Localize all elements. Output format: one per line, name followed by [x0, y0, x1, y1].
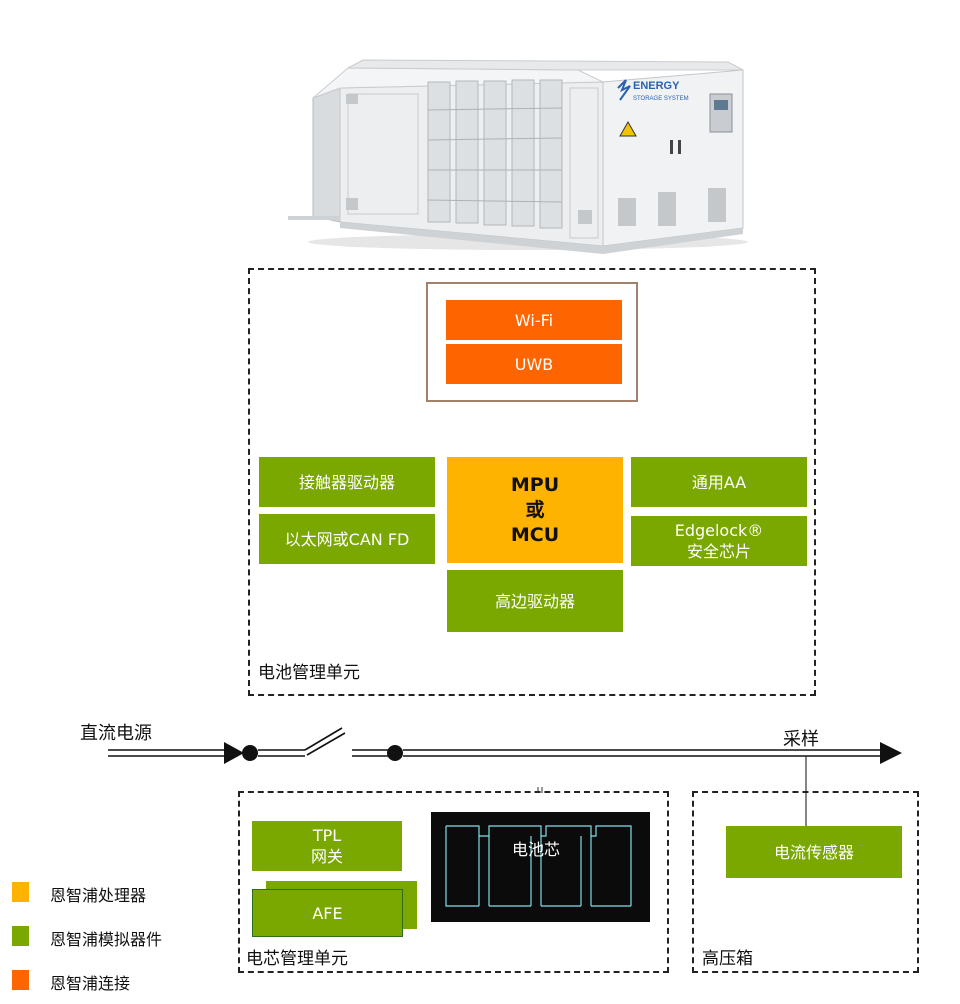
tpl-gateway-block: TPL 网关 — [252, 821, 402, 871]
container-illustration: ENERGY STORAGE SYSTEM — [288, 59, 748, 254]
dc-input-arrowhead — [224, 742, 244, 764]
energy-logo-icon — [617, 79, 631, 101]
ethernet-can-fd-block: 以太网或CAN FD — [259, 514, 435, 564]
control-panel-icon — [709, 93, 733, 133]
dc-input-line — [108, 749, 228, 757]
legend: 恩智浦处理器 恩智浦模拟器件 恩智浦连接 — [12, 882, 212, 1002]
current-sensor-block: 电流传感器 — [726, 826, 902, 878]
legend-label-connectivity: 恩智浦连接 — [50, 974, 131, 993]
legend-swatch-processor — [12, 882, 29, 902]
bmu-container — [248, 268, 816, 696]
battery-cell-block — [431, 812, 650, 922]
legend-swatch-analog — [12, 926, 29, 946]
hv-box-container — [692, 791, 919, 973]
legend-swatch-connectivity — [12, 970, 29, 990]
hv-box-title: 高压箱 — [702, 949, 753, 969]
storage-system-logo-text: STORAGE SYSTEM — [633, 96, 689, 102]
edgelock-block: Edgelock® 安全芯片 — [631, 516, 807, 566]
battery-cell-label: 电池芯 — [512, 840, 561, 859]
main-output-arrowhead — [880, 742, 902, 764]
legend-label-analog: 恩智浦模拟器件 — [50, 930, 163, 949]
switch-output-stub — [352, 749, 388, 757]
cmu-container — [238, 791, 669, 973]
afe-block: AFE — [252, 889, 403, 937]
contactor-driver-block: 接触器驱动器 — [259, 457, 435, 507]
sampling-label: 采样 — [783, 729, 819, 750]
dc-source-label: 直流电源 — [80, 723, 152, 744]
bmu-title: 电池管理单元 — [258, 663, 360, 683]
legend-label-processor: 恩智浦处理器 — [50, 886, 147, 905]
energy-logo-text: ENERGY — [633, 80, 680, 92]
cmu-title: 电芯管理单元 — [246, 949, 348, 969]
warning-sign-icon — [619, 120, 637, 137]
switch-node-left — [242, 745, 258, 761]
high-side-driver-block: 高边驱动器 — [447, 570, 623, 632]
switch-lead-line — [258, 749, 305, 757]
mpu-mcu-block: MPU 或 MCU — [447, 457, 623, 563]
comm-module-frame — [426, 282, 638, 402]
battery-cell-outline-icon — [445, 825, 632, 907]
uwb-block: UWB — [446, 344, 622, 384]
wifi-block: Wi-Fi — [446, 300, 622, 340]
switch-blade — [304, 727, 346, 756]
general-aa-block: 通用AA — [631, 457, 807, 507]
energy-storage-container-image: ENERGY STORAGE SYSTEM — [288, 10, 748, 255]
switch-node-right — [387, 745, 403, 761]
